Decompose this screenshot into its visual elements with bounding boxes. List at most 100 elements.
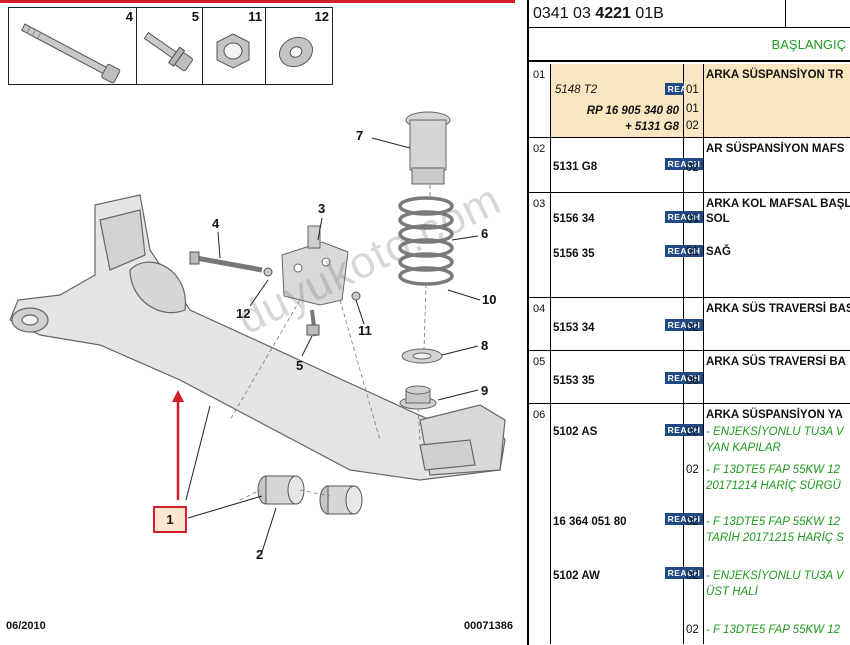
diagram-pane: 4 5 11 [0, 0, 515, 632]
part-ref[interactable]: 16 364 051 80 [553, 516, 627, 528]
note-line: - ENJEKSİYONLU TU3A V [706, 570, 844, 582]
table-row[interactable]: 04 5153 34 REACH 02 ARKA SÜS TRAVERSİ BA… [529, 298, 850, 351]
table-row[interactable]: 02 5131 G8 REACH 02 AR SÜSPANSİYON MAFS [529, 138, 850, 193]
part-ref[interactable]: RP 16 905 340 80 [586, 105, 679, 117]
ref-cell: 5131 G8 REACH [551, 138, 703, 192]
qty: 02 [686, 624, 699, 636]
coil-spring [398, 196, 454, 286]
part-ref[interactable]: 5102 AW [553, 570, 600, 582]
callout-7[interactable]: 7 [356, 128, 364, 143]
bushing-left [257, 475, 305, 505]
reference-header: 0341 03 4221 01B [529, 0, 850, 28]
qty: 01 [686, 84, 699, 96]
ref-suffix: 01B [635, 5, 664, 22]
description: AR SÜSPANSİYON MAFS [706, 143, 845, 155]
side-label: SOL [706, 213, 730, 225]
part-ref[interactable]: 5156 34 [553, 213, 595, 225]
callout-1: 1 [166, 512, 174, 527]
qty-cell: 02 [684, 298, 704, 350]
callout-12[interactable]: 12 [236, 306, 251, 321]
qty-cell: 02 02 02 02 02 [684, 404, 704, 644]
table-row[interactable]: 05 5153 35 REACH 08 ARKA SÜS TRAVERSİ BA [529, 351, 850, 404]
description-cell: ARKA KOL MAFSAL BAŞL SOL SAĞ [704, 193, 850, 297]
callout-6[interactable]: 6 [481, 226, 489, 241]
lower-spring-seat [399, 385, 437, 410]
reach-badge: REACH [665, 424, 703, 436]
qty: 02 [686, 162, 699, 174]
small-bolt-part [306, 309, 320, 337]
thumb-bolt[interactable]: 4 [9, 8, 137, 84]
part-ref[interactable]: 5153 35 [553, 375, 595, 387]
thumb-number: 12 [314, 9, 329, 24]
parts-rows: 01 5148 T2 REACH RP 16 905 340 80 + 5131… [529, 64, 850, 644]
callout-2[interactable]: 2 [256, 547, 264, 562]
table-row[interactable]: 06 5102 AS REACH 16 364 051 80 REACH 510… [529, 404, 850, 644]
ref-cell: 5156 34 REACH 5156 35 REACH [551, 193, 703, 297]
note-line: - F 13DTE5 FAP 55KW 12 [706, 624, 841, 636]
reach-badge: REACH [665, 245, 703, 257]
qty-cell: 08 [684, 351, 704, 403]
qty: 01 [686, 246, 699, 258]
group-number: 02 [529, 138, 551, 192]
callout-8[interactable]: 8 [481, 338, 489, 353]
callout-5[interactable]: 5 [296, 358, 304, 373]
part-ref[interactable]: 5148 T2 [555, 84, 598, 96]
thumb-flange-bolt[interactable]: 5 [137, 8, 203, 84]
group-number: 06 [529, 404, 551, 644]
reach-badge: REACH [665, 372, 703, 384]
qty: 02 [686, 426, 699, 438]
flange-bolt-icon [143, 31, 193, 72]
callout-4[interactable]: 4 [212, 216, 220, 231]
callout-3[interactable]: 3 [318, 201, 326, 216]
reach-badge: REACH [665, 513, 703, 525]
callout-1-highlighted[interactable]: 1 [153, 506, 187, 533]
part-ref[interactable]: 5102 AS [553, 426, 598, 438]
qty-cell: 01 01 02 [684, 64, 704, 137]
start-bar: BAŞLANGIÇ [529, 28, 850, 62]
exploded-view-illustration [9, 111, 506, 553]
note-line: 20171214 HARİÇ SÜRGÜ [706, 480, 841, 492]
table-row[interactable]: 03 5156 34 REACH 5156 35 REACH 01 01 ARK… [529, 193, 850, 298]
qty: 08 [686, 375, 699, 387]
parts-table-pane: 0341 03 4221 01B BAŞLANGIÇ 01 5148 T2 RE… [527, 0, 850, 645]
header-rule [0, 0, 515, 3]
ref-cell: 5153 35 REACH [551, 351, 703, 403]
bolt-part [189, 251, 263, 273]
note-line: ÜST HALİ [706, 586, 758, 598]
ref-cell: 5153 34 REACH [551, 298, 703, 350]
qty: 01 [686, 103, 699, 115]
part-ref[interactable]: + 5131 G8 [624, 121, 679, 133]
qty-cell: 01 01 [684, 193, 704, 297]
qty: 02 [686, 570, 699, 582]
part-ref[interactable]: 5156 35 [553, 248, 595, 260]
footer-date: 06/2010 [6, 620, 46, 632]
part-ref[interactable]: 5131 G8 [553, 161, 598, 173]
description: ARKA KOL MAFSAL BAŞL [706, 198, 850, 210]
qty: 01 [686, 213, 699, 225]
thumb-hex-nut[interactable]: 11 [203, 8, 266, 84]
footer-drawing-number: 00071386 [464, 620, 513, 632]
callout-9[interactable]: 9 [481, 383, 489, 398]
thumb-number: 5 [191, 9, 199, 24]
thumb-washer[interactable]: 12 [266, 8, 332, 84]
table-row[interactable]: 01 5148 T2 REACH RP 16 905 340 80 + 5131… [529, 64, 850, 138]
ref-cell: 5148 T2 REACH RP 16 905 340 80 + 5131 G8 [551, 64, 703, 137]
part-ref[interactable]: 5153 34 [553, 322, 595, 334]
callout-11[interactable]: 11 [358, 323, 372, 338]
group-number: 03 [529, 193, 551, 297]
ref-bold: 4221 [595, 5, 631, 22]
reach-badge: REACH [665, 158, 703, 170]
qty: 02 [686, 464, 699, 476]
note-line: YAN KAPILAR [706, 442, 781, 454]
callout-10[interactable]: 10 [482, 292, 497, 307]
washer-icon [278, 36, 314, 68]
description: ARKA SÜS TRAVERSİ BA [706, 356, 846, 368]
reach-badge: REACH [665, 567, 703, 579]
ref-prefix: 0341 03 [533, 5, 591, 22]
spring-seat [401, 348, 443, 364]
highlight-arrow [172, 390, 184, 500]
ref-cell: 5102 AS REACH 16 364 051 80 REACH 5102 A… [551, 404, 703, 644]
bushing-right [319, 485, 363, 515]
qty: 02 [686, 120, 699, 132]
note-line: - F 13DTE5 FAP 55KW 12 [706, 516, 841, 528]
